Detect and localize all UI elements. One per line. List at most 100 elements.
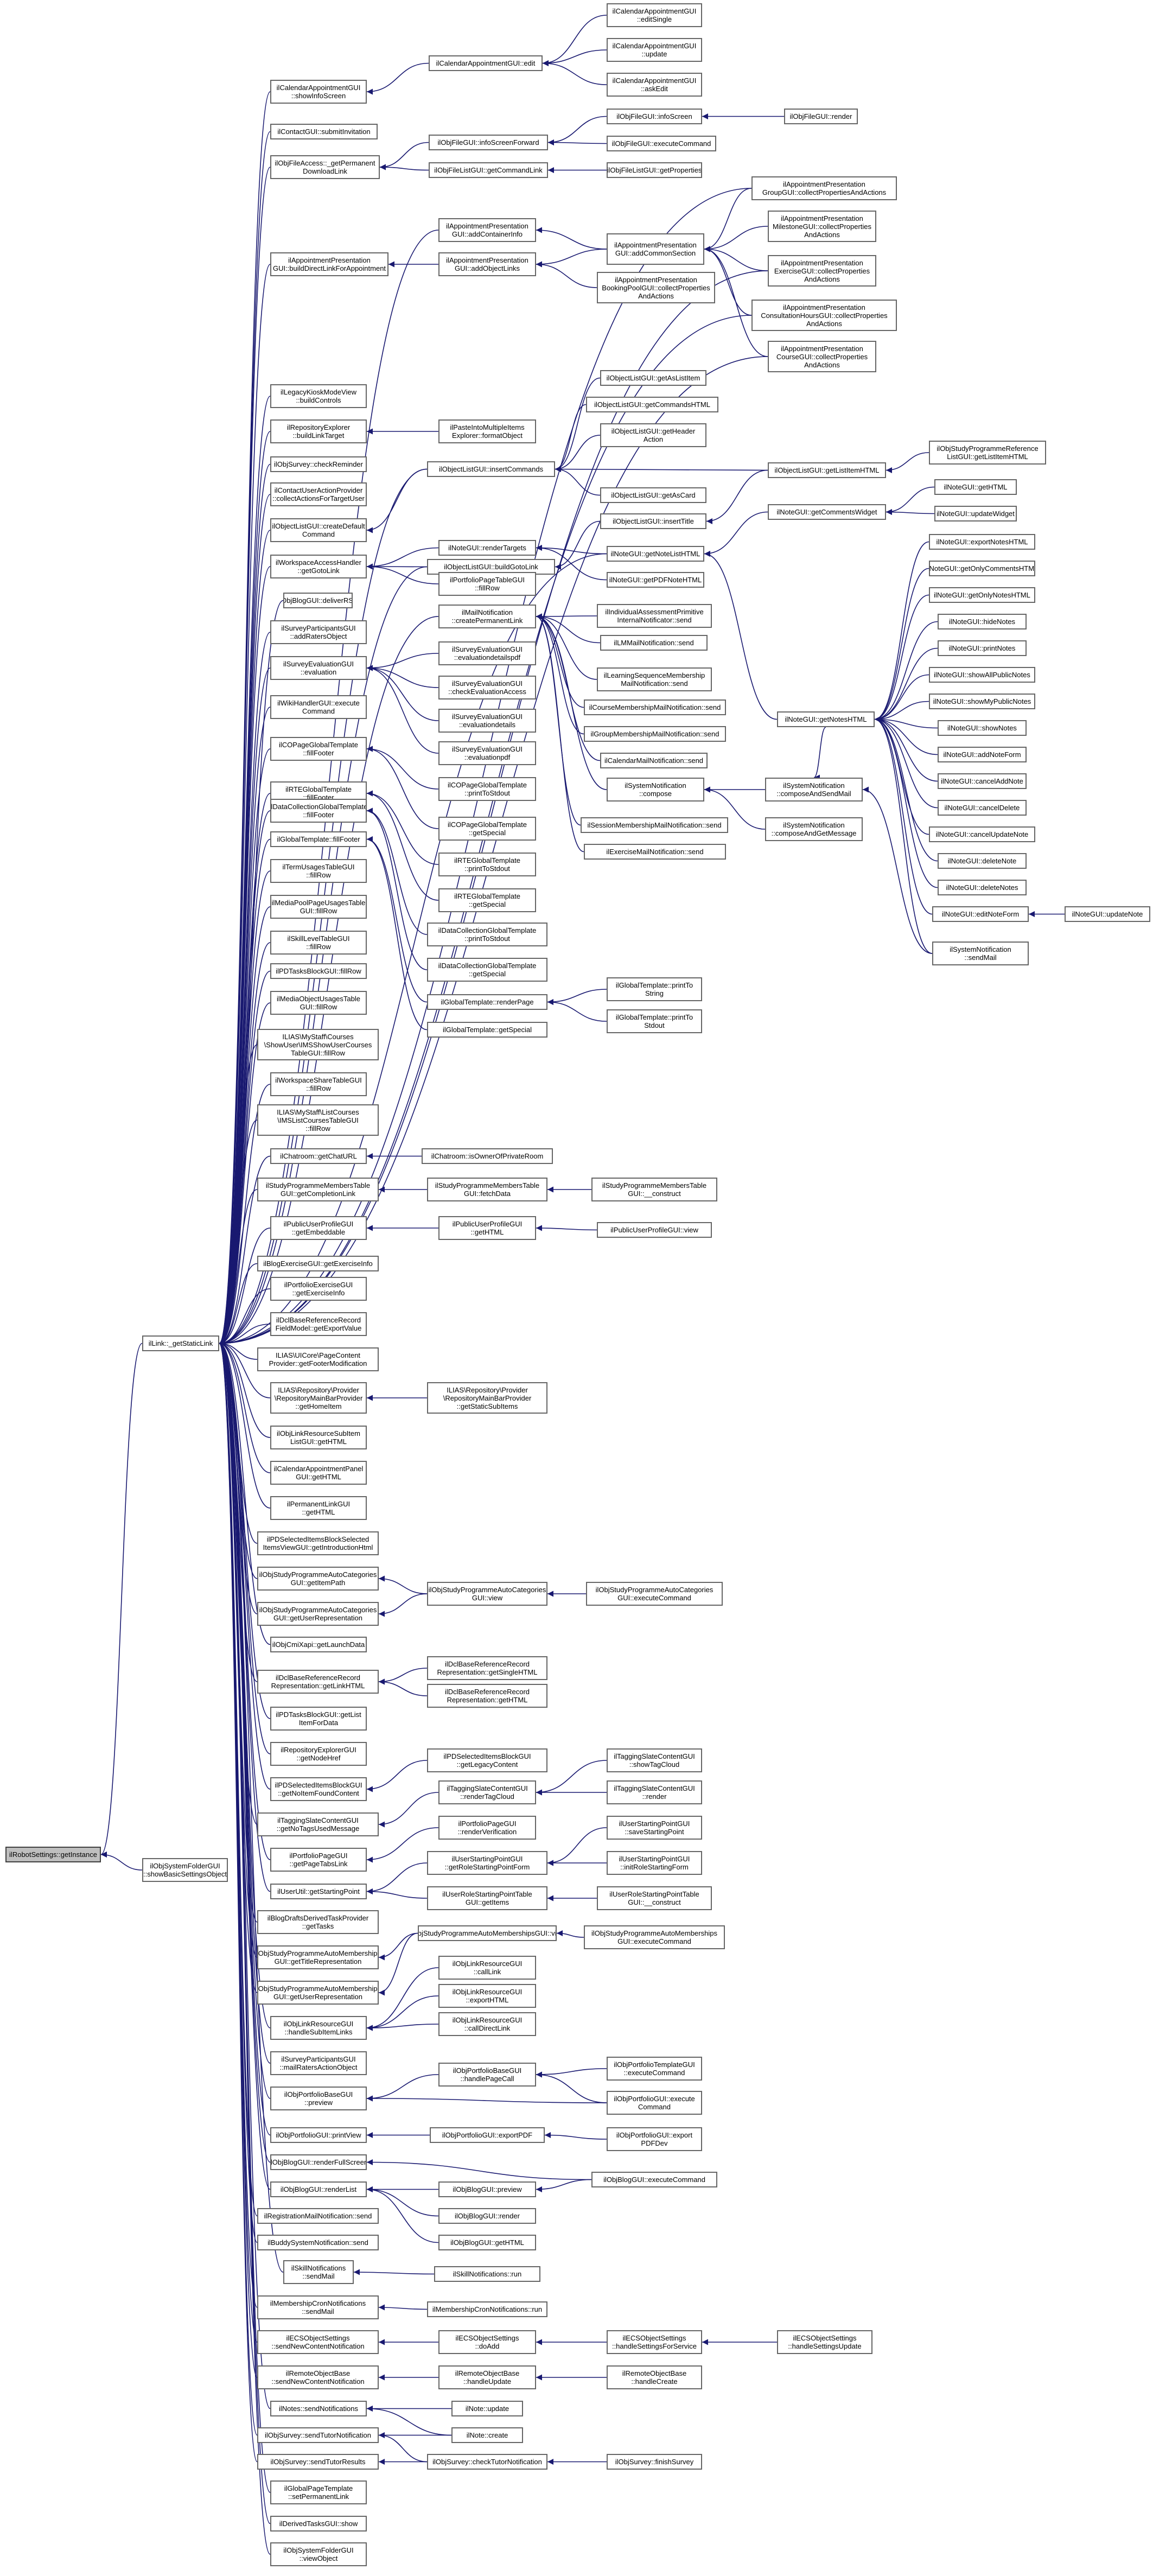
- graph-node[interactable]: ilGlobalTemplate::getSpecial: [427, 1022, 547, 1038]
- graph-node[interactable]: ilObjFileGUI::executeCommand: [607, 136, 716, 151]
- graph-node[interactable]: ilObjStudyProgrammeAutoMemberships GUI::…: [257, 1981, 379, 2005]
- graph-node[interactable]: ilSystemNotification ::compose: [607, 778, 704, 802]
- graph-node[interactable]: ilObjPortfolioGUI::export PDFDev: [607, 2127, 702, 2151]
- graph-node[interactable]: ILIAS\MyStaff\ListCourses \IMSListCourse…: [257, 1104, 379, 1136]
- graph-node[interactable]: ilGlobalTemplate::fillFooter: [270, 831, 367, 847]
- graph-node[interactable]: ilPortfolioPageTableGUI ::fillRow: [438, 572, 536, 596]
- graph-node[interactable]: ilDclBaseReferenceRecord FieldModel::get…: [270, 1312, 367, 1336]
- graph-node[interactable]: ilMediaObjectUsagesTable GUI::fillRow: [270, 991, 367, 1015]
- graph-node[interactable]: ilPortfolioPageGUI ::renderVerification: [438, 1816, 536, 1840]
- graph-node[interactable]: ilPDSelectedItemsBlockGUI ::getLegacyCon…: [427, 1748, 547, 1772]
- graph-node[interactable]: ilPermanentLinkGUI ::getHTML: [270, 1496, 367, 1520]
- graph-node[interactable]: ilSurveyParticipantsGUI ::mailRatersActi…: [270, 2051, 367, 2075]
- graph-node[interactable]: ilSkillLevelTableGUI ::fillRow: [270, 931, 367, 955]
- graph-node[interactable]: ilNoteGUI::cancelAddNote: [938, 773, 1027, 789]
- graph-node[interactable]: ilChatroom::getChatURL: [270, 1148, 367, 1164]
- graph-node[interactable]: ilAppointmentPresentation ConsultationHo…: [751, 300, 897, 331]
- graph-node[interactable]: ilObjSurvey::checkTutorNotification: [427, 2454, 547, 2470]
- graph-node[interactable]: ilTaggingSlateContentGUI ::render: [607, 1780, 702, 1804]
- graph-node[interactable]: ilAppointmentPresentation GUI::buildDire…: [270, 252, 388, 276]
- graph-node[interactable]: ilObjSurvey::sendTutorResults: [257, 2454, 379, 2470]
- graph-node[interactable]: ilTermUsagesTableGUI ::fillRow: [270, 859, 367, 883]
- graph-node[interactable]: ilNoteGUI::addNoteForm: [938, 747, 1027, 762]
- graph-node[interactable]: ilContactUserActionProvider ::collectAct…: [270, 482, 367, 506]
- graph-node[interactable]: ilCOPageGlobalTemplate ::fillFooter: [270, 737, 367, 761]
- graph-node[interactable]: ilObjStudyProgrammeAutoMemberships GUI::…: [257, 1945, 379, 1969]
- root-node[interactable]: ilRobotSettings::getInstance: [5, 1847, 101, 1862]
- graph-node[interactable]: ilObjectListGUI::insertTitle: [600, 513, 706, 529]
- graph-node[interactable]: ILIAS\Repository\Provider \RepositoryMai…: [270, 1382, 367, 1414]
- graph-node[interactable]: ilNoteGUI::getHTML: [934, 479, 1017, 495]
- graph-node[interactable]: ilPDTasksBlockGUI::getList ItemForData: [270, 1707, 367, 1731]
- graph-node[interactable]: ilRTEGlobalTemplate ::printToStdout: [438, 853, 536, 876]
- graph-node[interactable]: ilSurveyEvaluationGUI ::evaluation: [270, 656, 367, 680]
- graph-node[interactable]: ilObjSurvey::checkReminder: [270, 456, 367, 472]
- graph-node[interactable]: ilPublicUserProfileGUI::view: [597, 1222, 712, 1238]
- graph-node[interactable]: ilObjectListGUI::createDefault Command: [270, 518, 367, 542]
- graph-node[interactable]: ilObjSystemFolderGUI ::viewObject: [270, 2542, 367, 2566]
- graph-node[interactable]: ilCalendarAppointmentGUI::edit: [429, 55, 543, 71]
- graph-node[interactable]: ilObjectListGUI::getAsCard: [600, 487, 706, 503]
- graph-node[interactable]: ilObjectListGUI::getListItemHTML: [768, 462, 886, 478]
- graph-node[interactable]: ilECSObjectSettings ::doAdd: [438, 2330, 536, 2354]
- graph-node[interactable]: ilObjectListGUI::getCommandsHTML: [586, 397, 718, 412]
- graph-node[interactable]: ilCOPageGlobalTemplate ::getSpecial: [438, 817, 536, 841]
- graph-node[interactable]: ilNoteGUI::cancelUpdateNote: [929, 826, 1035, 842]
- graph-node[interactable]: ilNoteGUI::exportNotesHTML: [929, 534, 1035, 550]
- graph-node[interactable]: ilChatroom::isOwnerOfPrivateRoom: [422, 1148, 553, 1164]
- graph-node[interactable]: ilSurveyEvaluationGUI ::checkEvaluationA…: [438, 676, 536, 699]
- graph-node[interactable]: ilObjFileListGUI::getProperties: [607, 162, 702, 178]
- graph-node[interactable]: ilObjLinkResourceGUI ::callDirectLink: [438, 2012, 536, 2036]
- graph-node[interactable]: ilCOPageGlobalTemplate ::printToStdout: [438, 777, 536, 801]
- graph-node[interactable]: ilAppointmentPresentation BookingPoolGUI…: [597, 272, 715, 303]
- graph-node[interactable]: ilBlogExerciseGUI::getExerciseInfo: [257, 1256, 379, 1271]
- graph-node[interactable]: ilObjBlogGUI::renderList: [270, 2181, 367, 2197]
- graph-node[interactable]: ilNotes::sendNotifications: [270, 2401, 367, 2416]
- graph-node[interactable]: ilSystemNotification ::sendMail: [932, 942, 1029, 965]
- graph-node[interactable]: ilCalendarAppointmentGUI ::showInfoScree…: [270, 80, 367, 104]
- graph-node[interactable]: ilNoteGUI::deleteNote: [938, 853, 1027, 869]
- graph-node[interactable]: ilObjLinkResourceGUI ::callLink: [438, 1956, 536, 1980]
- graph-node[interactable]: ilNoteGUI::updateNote: [1065, 906, 1150, 922]
- graph-node[interactable]: ilPDSelectedItemsBlockSelected ItemsView…: [257, 1531, 379, 1555]
- graph-node[interactable]: ilObjBlogGUI::getHTML: [438, 2235, 536, 2250]
- graph-node[interactable]: ilNoteGUI::updateWidget: [934, 506, 1017, 521]
- graph-node[interactable]: ilNoteGUI::deleteNotes: [938, 880, 1027, 895]
- graph-node[interactable]: ilObjStudyProgrammeAutoCategories GUI::e…: [586, 1582, 723, 1606]
- graph-node[interactable]: ilBuddySystemNotification::send: [257, 2235, 379, 2250]
- graph-node[interactable]: ilCalendarAppointmentGUI ::askEdit: [607, 73, 702, 97]
- graph-node[interactable]: ilSurveyEvaluationGUI ::evaluationpdf: [438, 741, 536, 765]
- graph-node[interactable]: ilGlobalPageTemplate ::setPermanentLink: [270, 2480, 367, 2504]
- graph-node[interactable]: ilObjBlogGUI::preview: [438, 2181, 536, 2197]
- graph-node[interactable]: ilNote::create: [451, 2427, 523, 2443]
- graph-node[interactable]: ilNoteGUI::getOnlyCommentsHTML: [929, 561, 1035, 576]
- graph-node[interactable]: ilObjLinkResourceSubItem ListGUI::getHTM…: [270, 1426, 367, 1449]
- graph-node[interactable]: ilNoteGUI::printNotes: [938, 640, 1027, 656]
- graph-node[interactable]: ilSurveyParticipantsGUI ::addRatersObjec…: [270, 620, 367, 644]
- graph-node[interactable]: ilLink::_getStaticLink: [142, 1335, 219, 1351]
- graph-node[interactable]: ilGlobalTemplate::renderPage: [427, 994, 547, 1010]
- graph-node[interactable]: ilCalendarAppointmentGUI ::editSingle: [607, 3, 702, 27]
- graph-node[interactable]: ilSystemNotification ::composeAndGetMess…: [765, 817, 863, 841]
- graph-node[interactable]: ilObjSystemFolderGUI ::showBasicSettings…: [142, 1858, 228, 1882]
- graph-node[interactable]: ilAppointmentPresentation GUI::addContai…: [438, 218, 536, 242]
- graph-node[interactable]: ilRTEGlobalTemplate ::getSpecial: [438, 888, 536, 912]
- graph-node[interactable]: ilUserRoleStartingPointTable GUI::__cons…: [597, 1886, 712, 1910]
- graph-node[interactable]: ilObjFileGUI::infoScreenForward: [429, 135, 548, 150]
- graph-node[interactable]: ilAppointmentPresentation ExerciseGUI::c…: [768, 255, 876, 287]
- graph-node[interactable]: ilSurveyEvaluationGUI ::evaluationdetail…: [438, 641, 536, 665]
- graph-node[interactable]: ilObjStudyProgrammeAutoMembershipsGUI::v…: [418, 1925, 557, 1941]
- graph-node[interactable]: ilNoteGUI::getPDFNoteHTML: [607, 572, 704, 588]
- graph-node[interactable]: ilECSObjectSettings ::sendNewContentNoti…: [257, 2330, 379, 2354]
- graph-node[interactable]: ilObjStudyProgrammeReference ListGUI::ge…: [929, 441, 1046, 465]
- graph-node[interactable]: ilNoteGUI::cancelDelete: [938, 800, 1027, 816]
- graph-node[interactable]: ilWorkspaceShareTableGUI ::fillRow: [270, 1072, 367, 1096]
- graph-node[interactable]: ilSessionMembershipMailNotification::sen…: [581, 817, 728, 833]
- graph-node[interactable]: ilIndividualAssessmentPrimitive Internal…: [597, 604, 712, 628]
- graph-node[interactable]: ilExerciseMailNotification::send: [584, 844, 726, 860]
- graph-node[interactable]: ilNoteGUI::renderTargets: [438, 540, 536, 556]
- graph-node[interactable]: ilNoteGUI::getOnlyNotesHTML: [929, 587, 1035, 603]
- graph-node[interactable]: ilDataCollectionGlobalTemplate ::printTo…: [427, 923, 547, 946]
- graph-node[interactable]: ilDclBaseReferenceRecord Representation:…: [427, 1656, 547, 1680]
- graph-node[interactable]: ilCalendarAppointmentGUI ::update: [607, 38, 702, 62]
